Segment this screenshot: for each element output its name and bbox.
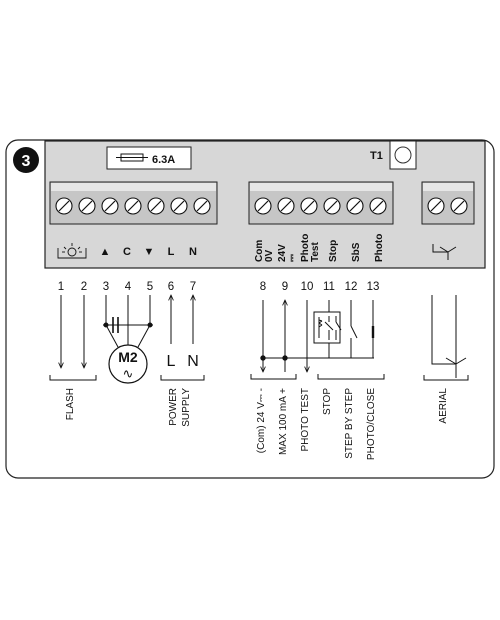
mid-label-6: Photo (374, 234, 385, 262)
mid-label-4: Stop (328, 240, 339, 262)
mid-label-line: Com (254, 240, 265, 262)
mid-label-line: ⎓ (287, 254, 298, 262)
terminal-number-10: 10 (301, 281, 314, 293)
terminal-number-7: 7 (190, 281, 196, 293)
terminal-number-2: 2 (81, 281, 87, 293)
step-number: 3 (22, 153, 31, 170)
aerial-screw-1 (427, 197, 445, 215)
terminal-number-13: 13 (367, 281, 380, 293)
motor-wave-icon: ∿ (123, 366, 134, 381)
group-label-photo-close: PHOTO/CLOSE (366, 388, 377, 460)
mid-screw-5 (346, 197, 364, 215)
group-label-flash: FLASH (65, 388, 76, 420)
terminal-number-3: 3 (103, 281, 109, 293)
capacitor-icon (112, 317, 119, 333)
terminal-number-6: 6 (168, 281, 174, 293)
motor-icon (108, 344, 148, 384)
aerial-screw-2 (450, 197, 468, 215)
left-screw-7 (193, 197, 211, 215)
left-label-2: C (123, 246, 131, 258)
mid-screw-1 (254, 197, 272, 215)
terminal-number-9: 9 (282, 281, 288, 293)
fuse-rating: 6.3A (152, 154, 175, 166)
terminal-block-left (49, 181, 218, 225)
mid-screw-3 (300, 197, 318, 215)
left-screw-3 (101, 197, 119, 215)
terminal-number-12: 12 (345, 281, 358, 293)
mid-screw-6 (369, 197, 387, 215)
mid-label-line: 0V (264, 249, 275, 262)
flash-bracket (49, 375, 97, 381)
mid-label-line: Test (310, 242, 321, 262)
control-board: 6.3A T1 (44, 140, 486, 269)
relay-icon (318, 316, 342, 340)
left-screw-4 (124, 197, 142, 215)
step-badge: 3 (13, 147, 39, 173)
group-label-power-line1: POWER (168, 388, 179, 426)
group-label-power-line2: SUPPLY (181, 388, 192, 427)
mid-label-2: 24V⎓ (277, 244, 298, 262)
aerial-wire (431, 295, 456, 365)
mid-label-line: SbS (351, 242, 362, 262)
power-letter-n: N (187, 353, 199, 370)
power-letter-l: L (167, 353, 176, 370)
aerial-icon (432, 244, 457, 260)
wiring (49, 295, 469, 384)
left-label-4: L (168, 246, 175, 258)
left-screw-6 (170, 197, 188, 215)
group-label-com: (Com) 24 V⎓ - (256, 388, 267, 453)
left-screw-1 (55, 197, 73, 215)
left-label-1: ▲ (100, 246, 111, 258)
mid-label-line: 24V (277, 244, 288, 262)
transformer-label: T1 (370, 150, 383, 162)
left-label-3: ▼ (144, 246, 155, 258)
terminal-number-11: 11 (323, 281, 335, 293)
fuse: 6.3A (106, 146, 192, 170)
fuse-icon (116, 153, 148, 162)
group-label-photo-test: PHOTO TEST (300, 388, 311, 452)
left-label-5: N (189, 246, 197, 258)
left-screw-5 (147, 197, 165, 215)
mid-screw-4 (323, 197, 341, 215)
group-label-max: MAX 100 mA + (278, 388, 289, 455)
mid-label-line: Photo (374, 234, 385, 262)
motor-label: M2 (118, 349, 138, 365)
stepbystep-switch-icon (350, 314, 358, 358)
mid-label-line: Photo (300, 234, 311, 262)
group-label-aerial: AERIAL (438, 388, 449, 424)
terminal-block-aerial (421, 181, 475, 225)
mid-screw-2 (277, 197, 295, 215)
terminal-block-middle (248, 181, 394, 225)
left-block-labels: ▲ C ▼ L N (100, 246, 197, 258)
lamp-icon (57, 243, 87, 259)
left-screw-2 (78, 197, 96, 215)
group-label-step-by-step: STEP BY STEP (344, 388, 355, 459)
terminal-number-1: 1 (58, 281, 64, 293)
mid-label-line: Stop (328, 240, 339, 262)
group-label-stop: STOP (322, 388, 333, 415)
terminal-number-5: 5 (147, 281, 153, 293)
terminal-number-8: 8 (260, 281, 266, 293)
transformer-box (389, 140, 417, 170)
mid-label-5: SbS (351, 242, 362, 262)
terminal-number-4: 4 (125, 281, 132, 293)
